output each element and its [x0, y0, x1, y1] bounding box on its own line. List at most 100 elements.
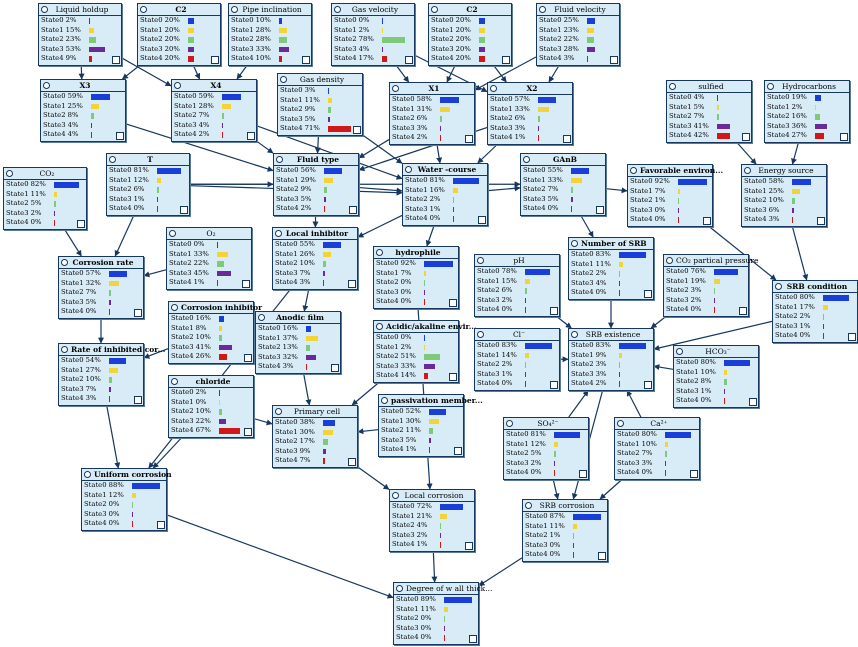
expand-icon[interactable] — [405, 55, 413, 64]
expand-icon[interactable] — [247, 131, 255, 140]
expand-icon[interactable] — [116, 131, 124, 140]
node-header[interactable]: Local corrosion — [390, 490, 474, 502]
node-header[interactable]: Pipe inclination — [229, 4, 311, 16]
node-header[interactable]: CO₂ partical pressure — [664, 255, 758, 267]
node-header[interactable]: HCO₃⁻ — [674, 346, 758, 358]
expand-icon[interactable] — [550, 380, 558, 389]
expand-icon[interactable] — [644, 380, 652, 389]
node-header[interactable]: T — [107, 154, 189, 166]
node-degree-of-wall-thickness[interactable]: Degree of w all thick...State0 89%State1… — [393, 582, 492, 645]
expand-icon[interactable] — [579, 469, 587, 478]
node-header[interactable]: SO₄²⁻ — [504, 418, 588, 430]
node-header[interactable]: passivation member... — [379, 395, 483, 407]
node-header[interactable]: X2 — [488, 83, 572, 95]
node-header[interactable]: Primary cell — [273, 406, 357, 418]
node-header[interactable]: SRB corrosion — [523, 500, 607, 512]
expand-icon[interactable] — [610, 55, 618, 64]
node-header[interactable]: C2 — [429, 4, 511, 16]
expand-icon[interactable] — [348, 279, 356, 288]
expand-icon[interactable] — [644, 289, 652, 298]
node-header[interactable]: Acidic/akaline envir... — [374, 321, 477, 333]
expand-icon[interactable] — [465, 134, 473, 143]
expand-icon[interactable] — [449, 298, 457, 307]
node-header[interactable]: O₂ — [167, 228, 251, 240]
node-header[interactable]: Fluid velocity — [537, 4, 619, 16]
node-header[interactable]: sulfied — [667, 81, 751, 93]
node-header[interactable]: CO₂ — [4, 168, 86, 180]
node-header[interactable]: Favorable environ... — [628, 165, 723, 177]
node-rate-of-inhibited-corrosion[interactable]: Rate of inhibited cor...State0 54%State1… — [58, 343, 165, 406]
expand-icon[interactable] — [112, 55, 120, 64]
expand-icon[interactable] — [502, 55, 510, 64]
expand-icon[interactable] — [157, 520, 165, 529]
node-header[interactable]: SRB condition — [773, 281, 857, 293]
node-header[interactable]: Energy source — [742, 165, 826, 177]
expand-icon[interactable] — [749, 397, 757, 406]
expand-icon[interactable] — [331, 363, 339, 372]
node-header[interactable]: Rate of inhibited cor... — [59, 344, 165, 356]
expand-icon[interactable] — [244, 427, 252, 436]
node-header[interactable]: Number of SRB — [569, 238, 653, 250]
expand-icon[interactable] — [739, 306, 747, 315]
expand-icon[interactable] — [353, 125, 361, 134]
node-header[interactable]: Corrosion rate — [59, 257, 143, 269]
node-header[interactable]: X1 — [390, 83, 474, 95]
node-so4[interactable]: SO₄²⁻State0 81%State1 12%State2 5%State3… — [503, 417, 589, 480]
node-header[interactable]: Local inhibitor — [273, 228, 357, 240]
expand-icon[interactable] — [244, 353, 252, 362]
node-header[interactable]: SRB existence — [569, 329, 653, 341]
node-header[interactable]: GAnB — [521, 154, 605, 166]
expand-icon[interactable] — [349, 205, 357, 214]
node-header[interactable]: Cl⁻ — [475, 329, 559, 341]
expand-icon[interactable] — [134, 308, 142, 317]
node-header[interactable]: C2 — [138, 4, 220, 16]
node-header[interactable]: Gas velocity — [332, 4, 414, 16]
expand-icon[interactable] — [848, 332, 856, 341]
node-header[interactable]: Water -course — [403, 164, 487, 176]
expand-icon[interactable] — [211, 55, 219, 64]
expand-icon[interactable] — [302, 55, 310, 64]
node-header[interactable]: Hydrocarbons — [765, 81, 849, 93]
expand-icon[interactable] — [598, 551, 606, 560]
node-cl[interactable]: Cl⁻State0 83%State1 14%State2 2%State3 1… — [474, 328, 560, 391]
expand-icon[interactable] — [242, 279, 250, 288]
node-header[interactable]: Liquid holdup — [39, 4, 121, 16]
node-header[interactable]: Ca²⁺ — [615, 418, 699, 430]
node-hco3[interactable]: HCO₃⁻State0 80%State1 10%State2 8%State3… — [673, 345, 759, 408]
node-header[interactable]: hydrophile — [374, 247, 458, 259]
expand-icon[interactable] — [596, 205, 604, 214]
expand-icon[interactable] — [134, 395, 142, 404]
expand-icon[interactable] — [465, 541, 473, 550]
node-header[interactable]: X4 — [172, 80, 256, 92]
expand-icon[interactable] — [180, 205, 188, 214]
expand-icon[interactable] — [690, 469, 698, 478]
expand-icon[interactable] — [348, 457, 356, 466]
expand-icon[interactable] — [469, 634, 477, 643]
expand-icon[interactable] — [742, 132, 750, 141]
